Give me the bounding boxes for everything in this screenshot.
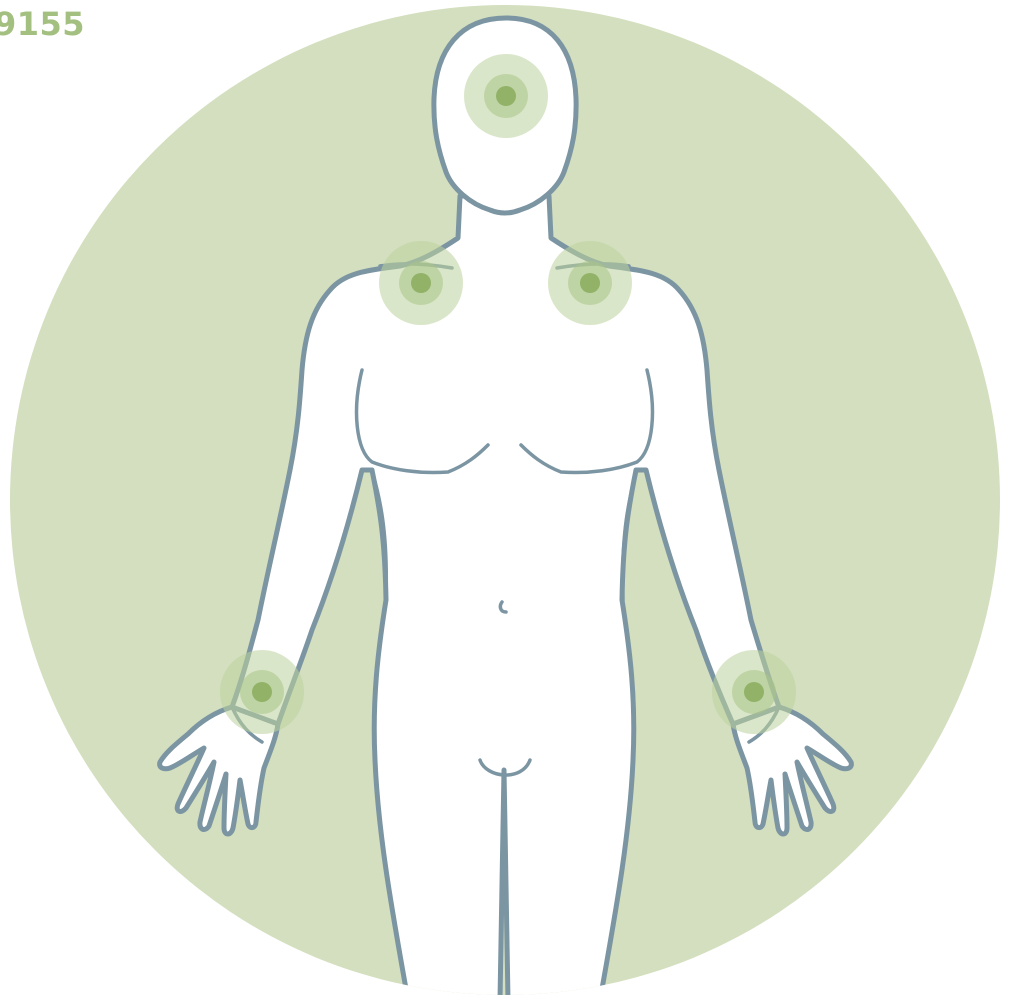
left-wrist-marker	[220, 650, 304, 734]
head-marker	[464, 54, 548, 138]
right-shoulder-marker	[548, 241, 632, 325]
left-shoulder-marker	[379, 241, 463, 325]
right-wrist-marker	[712, 650, 796, 734]
